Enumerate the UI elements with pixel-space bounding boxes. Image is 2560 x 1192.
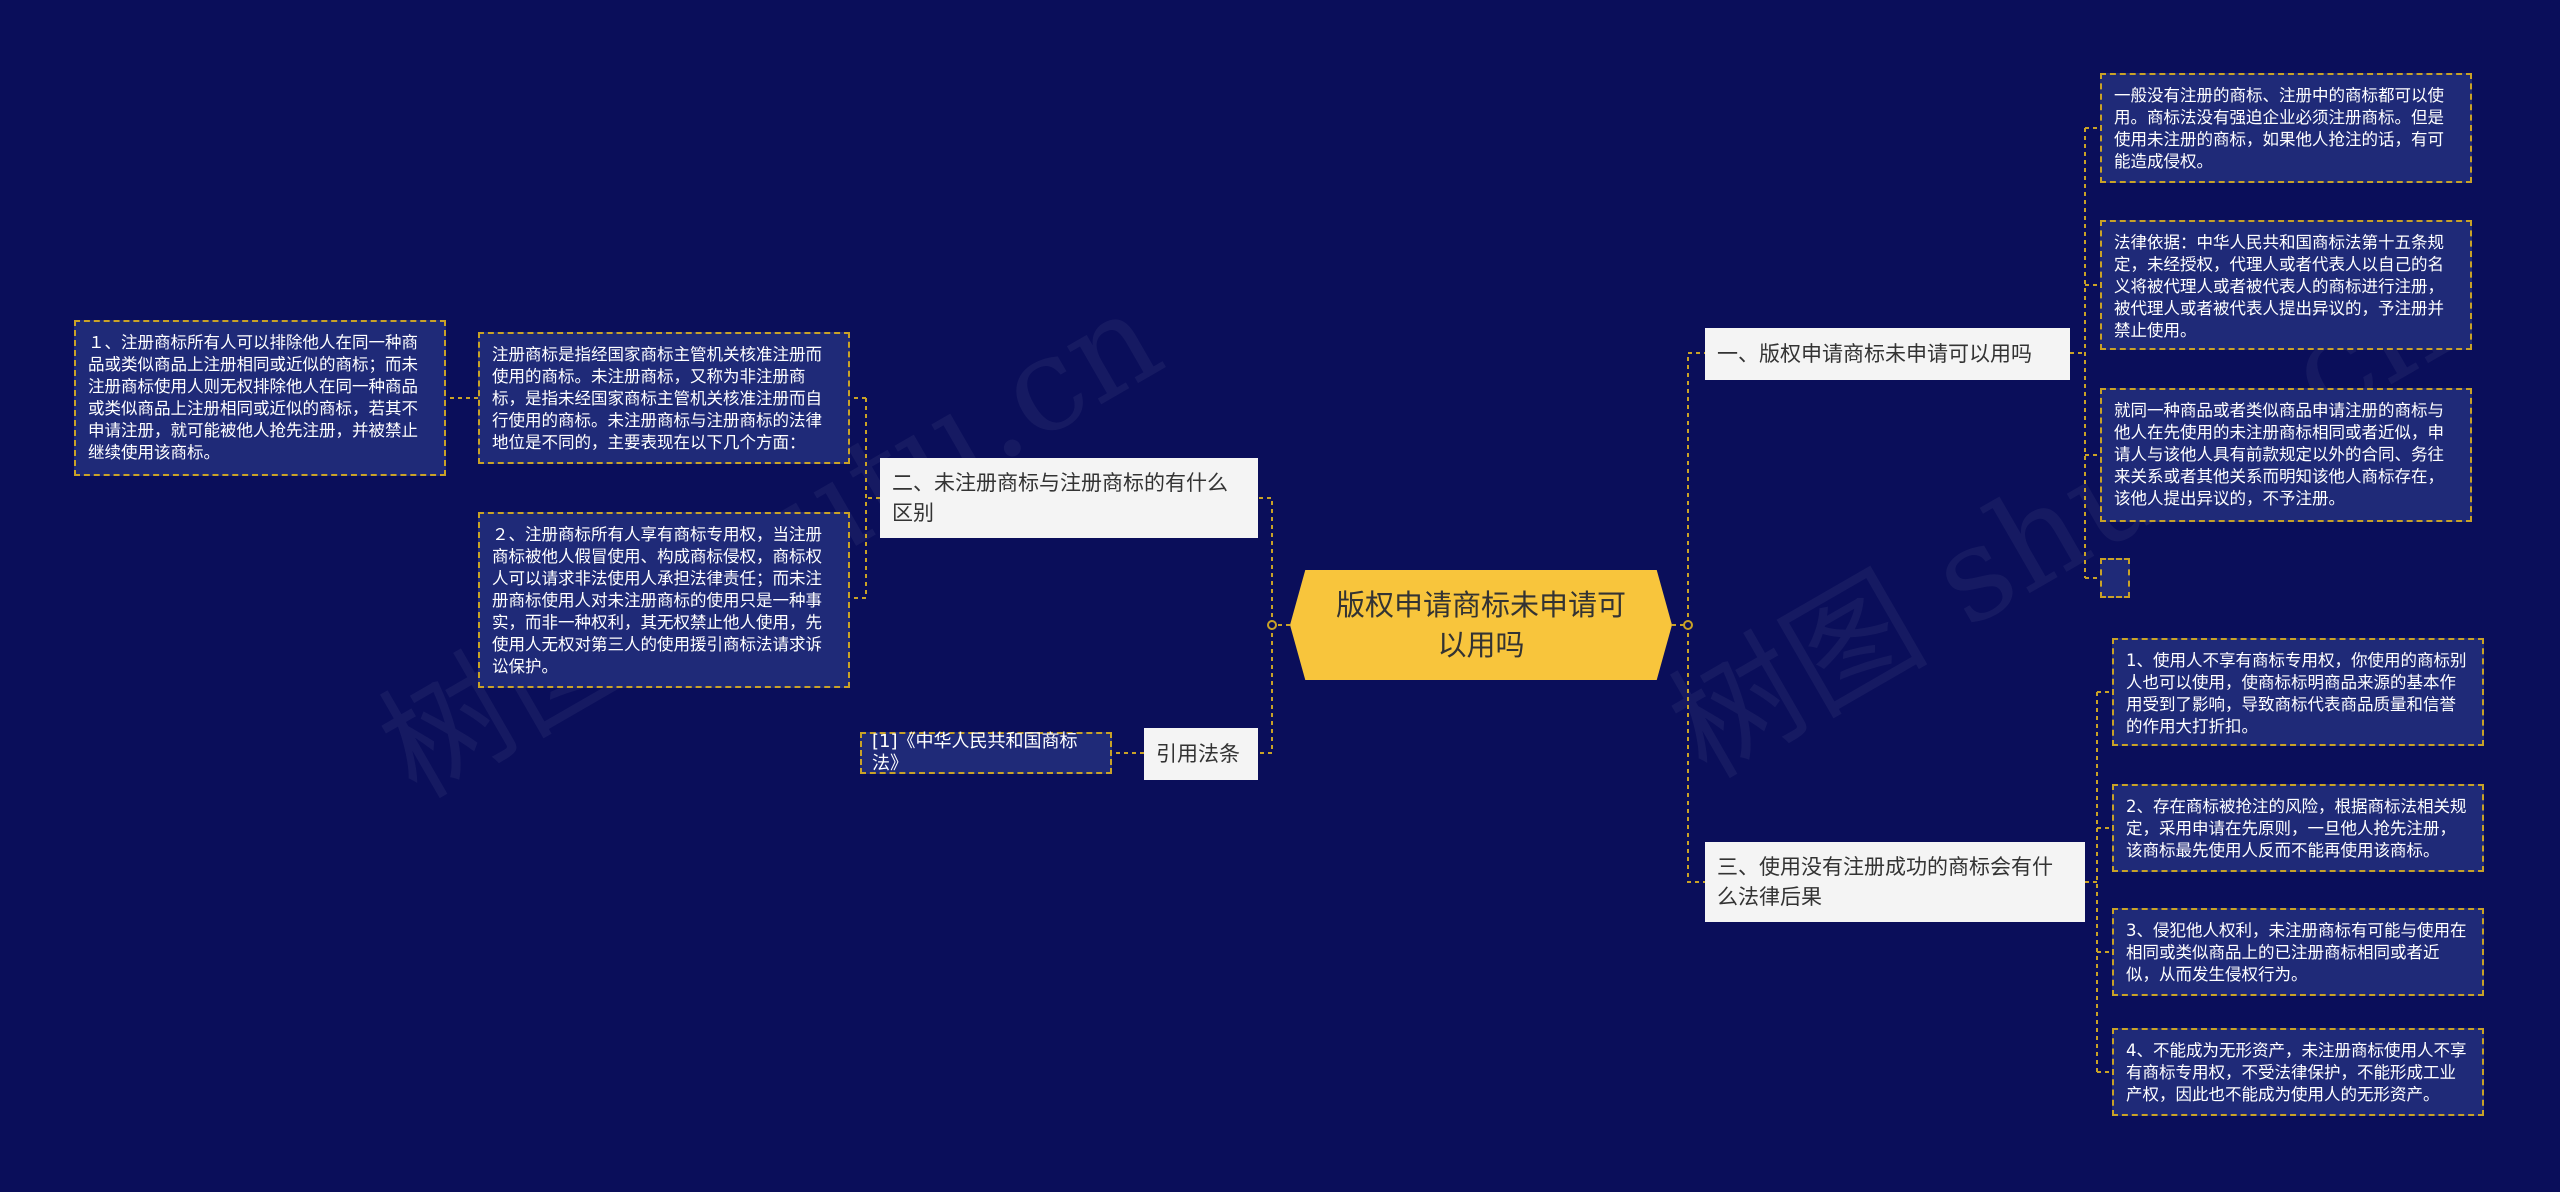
leaf-text: 注册商标是指经国家商标主管机关核准注册而使用的商标。未注册商标，又称为非注册商标… (492, 345, 822, 452)
leaf-node[interactable]: 2、存在商标被抢注的风险，根据商标法相关规定，采用申请在先原则，一旦他人抢先注册… (2112, 784, 2484, 872)
leaf-node[interactable]: 3、侵犯他人权利，未注册商标有可能与使用在相同或类似商品上的已注册商标相同或者近… (2112, 908, 2484, 996)
sub-leaf-node[interactable]: １、注册商标所有人可以排除他人在同一种商品或类似商品上注册相同或近似的商标；而未… (74, 320, 446, 476)
leaf-text: １、注册商标所有人可以排除他人在同一种商品或类似商品上注册相同或近似的商标；而未… (88, 333, 418, 462)
branch-node-b1[interactable]: 一、版权申请商标未申请可以用吗 (1705, 328, 2070, 380)
leaf-text: 1、使用人不享有商标专用权，你使用的商标别人也可以使用，使商标标明商品来源的基本… (2126, 651, 2467, 736)
leaf-text: 就同一种商品或者类似商品申请注册的商标与他人在先使用的未注册商标相同或者近似，申… (2114, 401, 2444, 508)
leaf-node-citation[interactable]: [1]《中华人民共和国商标法》 (860, 731, 1112, 774)
leaf-text: 法律依据：中华人民共和国商标法第十五条规定，未经授权，代理人或者代表人以自己的名… (2114, 233, 2444, 340)
leaf-text: 3、侵犯他人权利，未注册商标有可能与使用在相同或类似商品上的已注册商标相同或者近… (2126, 921, 2467, 984)
leaf-node[interactable]: 1、使用人不享有商标专用权，你使用的商标别人也可以使用，使商标标明商品来源的基本… (2112, 638, 2484, 746)
connector-b1-leaves (2070, 127, 2100, 579)
branch-node-b4[interactable]: 引用法条 (1144, 728, 1258, 780)
leaf-node[interactable]: 法律依据：中华人民共和国商标法第十五条规定，未经授权，代理人或者代表人以自己的名… (2100, 220, 2472, 350)
leaf-node[interactable]: 就同一种商品或者类似商品申请注册的商标与他人在先使用的未注册商标相同或者近似，申… (2100, 388, 2472, 522)
branch-node-b3[interactable]: 二、未注册商标与注册商标的有什么区别 (880, 458, 1258, 538)
root-node[interactable]: 版权申请商标未申请可以用吗 (1290, 570, 1672, 680)
connector-root-b2 (1687, 625, 1705, 883)
leaf-node[interactable]: ２、注册商标所有人享有商标专用权，当注册商标被他人假冒使用、构成商标侵权，商标权… (478, 512, 850, 688)
leaf-text: 4、不能成为无形资产，未注册商标使用人不享有商标专用权，不受法律保护，不能形成工… (2126, 1041, 2467, 1104)
connector-root-b4 (1258, 625, 1273, 754)
branch-title: 二、未注册商标与注册商标的有什么区别 (892, 471, 1228, 525)
branch-title: 引用法条 (1156, 742, 1240, 766)
connector-b3-leaves (850, 397, 880, 599)
root-title: 版权申请商标未申请可以用吗 (1335, 588, 1626, 662)
branch-title: 一、版权申请商标未申请可以用吗 (1717, 342, 2032, 366)
leaf-text: 2、存在商标被抢注的风险，根据商标法相关规定，采用申请在先原则，一旦他人抢先注册… (2126, 797, 2467, 860)
leaf-node-empty[interactable] (2100, 558, 2130, 598)
branch-title: 三、使用没有注册成功的商标会有什么法律后果 (1717, 855, 2053, 909)
connector-root-b1 (1672, 352, 1705, 626)
leaf-node[interactable]: 一般没有注册的商标、注册中的商标都可以使用。商标法没有强迫企业必须注册商标。但是… (2100, 73, 2472, 183)
leaf-node[interactable]: 注册商标是指经国家商标主管机关核准注册而使用的商标。未注册商标，又称为非注册商标… (478, 332, 850, 464)
branch-node-b2[interactable]: 三、使用没有注册成功的商标会有什么法律后果 (1705, 842, 2085, 922)
leaf-text: [1]《中华人民共和国商标法》 (872, 731, 1078, 774)
connector-dot-left (1267, 620, 1277, 630)
connector-dot-right (1683, 620, 1693, 630)
connector-root-b3 (1258, 497, 1290, 626)
leaf-text: ２、注册商标所有人享有商标专用权，当注册商标被他人假冒使用、构成商标侵权，商标权… (492, 525, 822, 676)
leaf-text: 一般没有注册的商标、注册中的商标都可以使用。商标法没有强迫企业必须注册商标。但是… (2114, 86, 2444, 171)
connector-b2-leaves (2085, 691, 2112, 1073)
leaf-node[interactable]: 4、不能成为无形资产，未注册商标使用人不享有商标专用权，不受法律保护，不能形成工… (2112, 1028, 2484, 1116)
